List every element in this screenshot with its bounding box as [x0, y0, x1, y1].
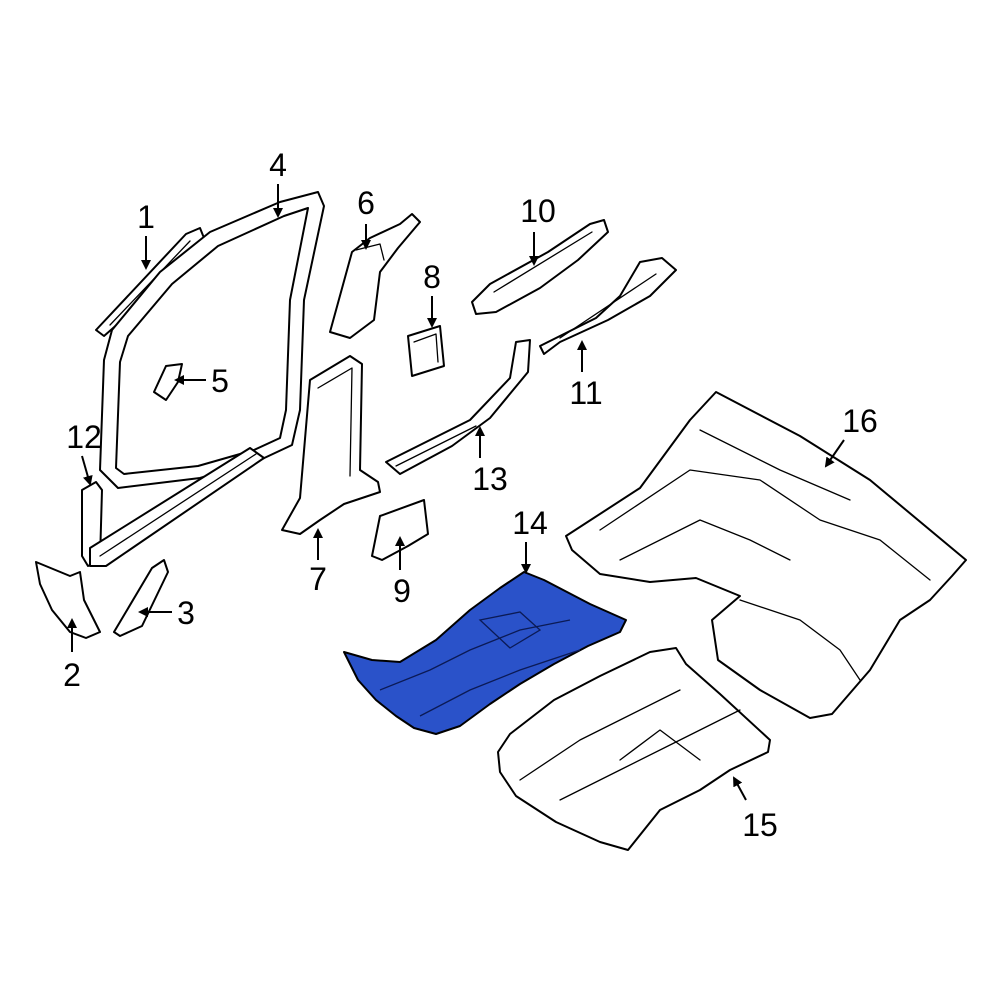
part-4-door-weatherstrip[interactable]: [99, 191, 325, 489]
callout-6: 6: [357, 185, 375, 221]
callout-12: 12: [66, 419, 102, 455]
leader-16: [824, 439, 845, 468]
part-6-b-pillar-upper[interactable]: [329, 213, 421, 339]
callout-7: 7: [309, 561, 327, 597]
part-10-bracket[interactable]: [471, 219, 609, 315]
callout-labels: 1 2 3 4 5 6 7 8 9 10 11 12 13 14 15 16: [63, 147, 878, 843]
part-2-kick-panel[interactable]: [35, 561, 101, 639]
part-14-floor-carpet-highlighted[interactable]: [343, 571, 627, 735]
callout-16: 16: [842, 403, 878, 439]
callout-4: 4: [269, 147, 287, 183]
leader-12: [81, 455, 93, 486]
part-7-b-pillar-lower[interactable]: [281, 355, 381, 535]
part-5-clip[interactable]: [153, 363, 183, 401]
part-3-sill-trim[interactable]: [113, 559, 169, 637]
callout-13: 13: [472, 461, 508, 497]
part-9-bracket[interactable]: [371, 499, 429, 561]
callout-2: 2: [63, 657, 81, 693]
part-8-panel[interactable]: [407, 325, 445, 377]
callout-3: 3: [177, 595, 195, 631]
leader-15: [733, 776, 747, 801]
callout-8: 8: [423, 259, 441, 295]
callout-15: 15: [742, 807, 778, 843]
part-1-a-pillar-trim[interactable]: [95, 227, 205, 337]
part-13-rear-scuff-plate[interactable]: [385, 339, 531, 475]
callout-1: 1: [137, 199, 155, 235]
part-16-rear-carpet[interactable]: [565, 391, 967, 719]
part-front-scuff-plate[interactable]: [89, 447, 265, 567]
callout-9: 9: [393, 573, 411, 609]
callout-10: 10: [520, 193, 556, 229]
leader-lines: [67, 184, 845, 801]
part-15-front-carpet[interactable]: [497, 647, 771, 851]
callout-11: 11: [569, 375, 602, 411]
callout-5: 5: [211, 363, 229, 399]
callout-14: 14: [512, 505, 548, 541]
part-11-bracket[interactable]: [539, 257, 677, 355]
